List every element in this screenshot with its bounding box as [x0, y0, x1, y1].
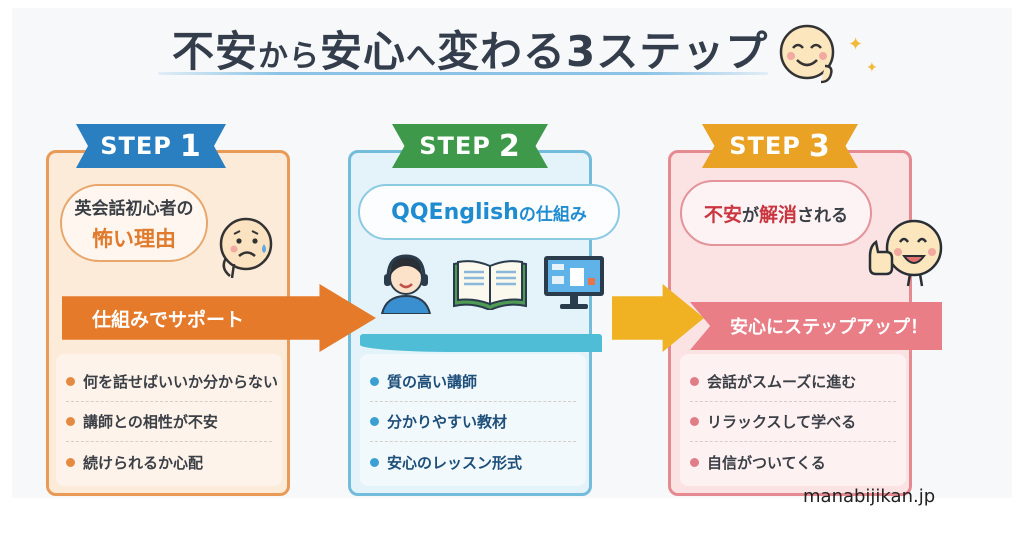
smiling-face-thumbs-up-icon [779, 24, 835, 84]
open-book-icon [453, 260, 527, 310]
happy-face-thumbs-up-icon [868, 219, 943, 287]
list-item: 何を話せばいいか分からない [66, 362, 278, 402]
site-watermark: manabijikan.jp [803, 486, 936, 507]
list-item: 分かりやすい教材 [370, 402, 576, 442]
bullet-icon [66, 377, 75, 386]
list-item: 安心のレッスン形式 [370, 442, 576, 482]
sparkle-icon: ✦ [848, 34, 864, 55]
bullet-icon [370, 417, 379, 426]
teacher-headset-icon [380, 254, 432, 314]
computer-monitor-icon [544, 256, 604, 309]
title-underline [158, 72, 768, 75]
step-2-list: 質の高い講師 分かりやすい教材 安心のレッスン形式 [360, 354, 586, 486]
step-2-icon-row [372, 250, 612, 314]
list-item: 講師との相性が不安 [66, 402, 272, 442]
step-1-list: 何を話せばいいか分からない 講師との相性が不安 続けられるか心配 [56, 354, 282, 486]
list-item: 自信がついてくる [690, 442, 896, 482]
bullet-icon [370, 377, 379, 386]
step-3-speech-cloud: 不安が解消される [680, 180, 872, 246]
bullet-icon [66, 457, 75, 467]
list-item: リラックスして学べる [690, 402, 896, 442]
bullet-icon [690, 377, 699, 386]
bullet-icon [370, 457, 379, 467]
step-3-list: 会話がスムーズに進む リラックスして学べる 自信がついてくる [680, 354, 906, 486]
step-1-speech-cloud: 英会話初心者の 怖い理由 [60, 184, 208, 262]
sparkle-icon: ✦ [866, 60, 878, 76]
list-item: 続けられるか心配 [66, 442, 272, 482]
bullet-icon [690, 457, 699, 467]
page-title: 不安から安心へ変わる3ステップ [172, 27, 769, 76]
step-2-header-bar [360, 334, 602, 352]
bullet-icon [690, 417, 699, 426]
list-item: 質の高い講師 [370, 362, 576, 402]
bullet-icon [66, 417, 75, 426]
worried-face-icon [219, 217, 273, 279]
list-item: 会話がスムーズに進む [690, 362, 896, 402]
step-3-banner: 安心にステップアップ！ [690, 302, 942, 350]
